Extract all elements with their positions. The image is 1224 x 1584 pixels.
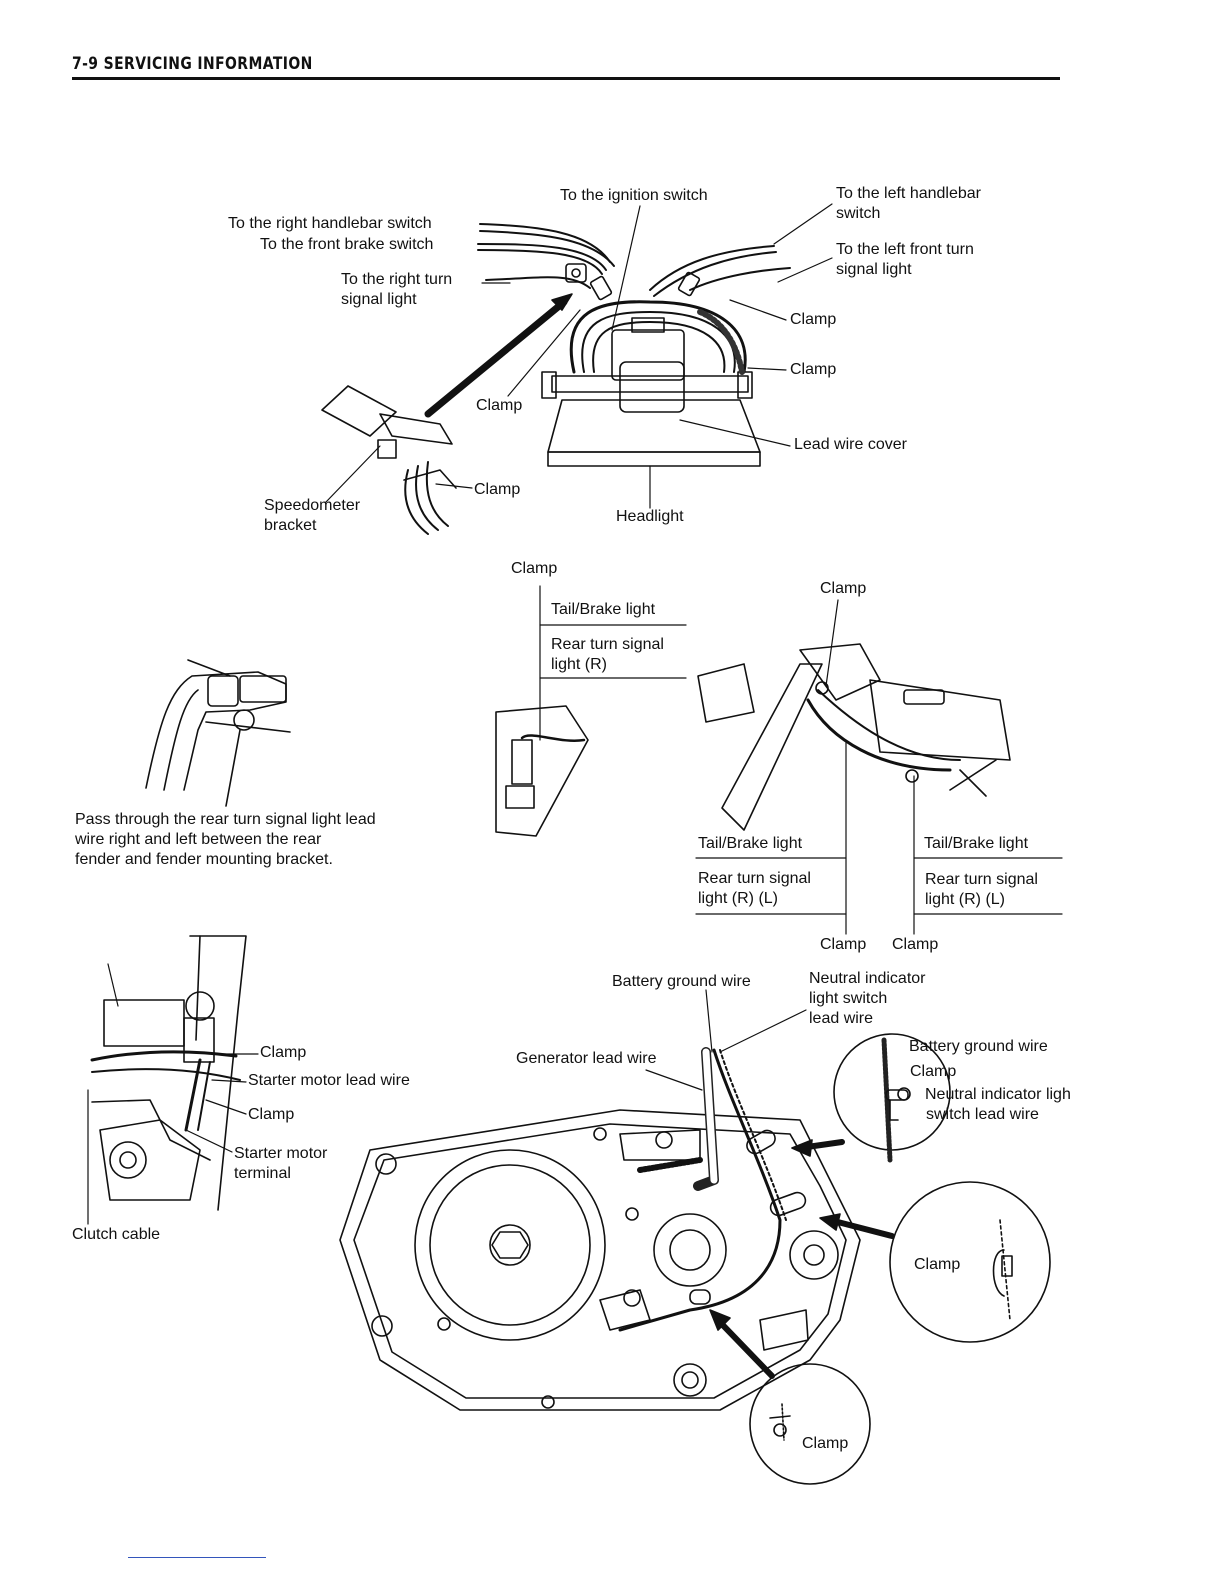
- label-frame-clamp-top: Clamp: [820, 580, 867, 597]
- detail-clamp-bottom: [709, 1309, 871, 1485]
- label-rear-turn-r-1: Rear turn signal: [551, 636, 664, 653]
- label-left-handlebar-1: To the left handlebar: [836, 185, 981, 202]
- label-starter-terminal-1: Starter motor: [234, 1145, 328, 1162]
- engine-crankcase-drawing: [339, 1047, 861, 1411]
- rear-fender-drawing: [145, 659, 291, 807]
- label-clamp-upper: Clamp: [790, 311, 837, 328]
- label-starter-terminal-2: terminal: [234, 1165, 291, 1182]
- label-frame-rear-turn-left-2: light (R) (L): [698, 890, 779, 907]
- footer-rule: [128, 1557, 266, 1558]
- header-rule: [72, 77, 1060, 80]
- label-generator-lead-wire: Generator lead wire: [516, 1050, 657, 1067]
- label-rear-clamp: Clamp: [511, 560, 558, 577]
- label-clamp-left: Clamp: [476, 397, 523, 414]
- detail-clamp-right: [819, 1181, 1051, 1343]
- starter-motor-drawing: [87, 935, 259, 1225]
- label-speedometer-2: bracket: [264, 517, 317, 534]
- engine-leader-lines: [645, 989, 807, 1091]
- label-left-handlebar-2: switch: [836, 205, 881, 222]
- headlight-leader-lines: [325, 203, 833, 509]
- label-headlight: Headlight: [616, 508, 684, 525]
- label-front-brake-switch: To the front brake switch: [260, 236, 434, 253]
- label-detail-neutral-2: switch lead wire: [926, 1106, 1039, 1123]
- label-frame-tail-brake-left: Tail/Brake light: [698, 835, 803, 852]
- label-speedometer-1: Speedometer: [264, 497, 361, 514]
- label-left-front-turn-2: signal light: [836, 261, 912, 278]
- rear-fender-note-line-3: fender and fender mounting bracket.: [75, 851, 333, 868]
- rear-light-bracket-drawing: [495, 585, 687, 837]
- label-frame-rear-turn-right-2: light (R) (L): [925, 891, 1006, 908]
- label-detail-clamp-right: Clamp: [914, 1256, 961, 1273]
- detail-battery-ground: [791, 1033, 951, 1163]
- label-detail-neutral-1: Neutral indicator ligh: [925, 1086, 1071, 1103]
- label-neutral-indicator-3: lead wire: [809, 1010, 874, 1027]
- label-right-handlebar-switch: To the right handlebar switch: [228, 215, 432, 232]
- label-lead-wire-cover: Lead wire cover: [794, 436, 907, 453]
- label-frame-tail-brake-right: Tail/Brake light: [924, 835, 1029, 852]
- label-right-turn-2: signal light: [341, 291, 417, 308]
- headlight-assembly-drawing: [321, 223, 791, 535]
- label-frame-clamp-bottom-left: Clamp: [820, 936, 867, 953]
- label-rear-turn-r-2: light (R): [551, 656, 608, 673]
- page-header: 7-9 SERVICING INFORMATION: [72, 52, 1060, 82]
- label-detail-battery-ground: Battery ground wire: [909, 1038, 1048, 1055]
- label-ignition-switch: To the ignition switch: [560, 187, 708, 204]
- label-frame-rear-turn-left-1: Rear turn signal: [698, 870, 811, 887]
- label-clutch-cable: Clutch cable: [72, 1226, 161, 1243]
- label-starter-clamp-2: Clamp: [248, 1106, 295, 1123]
- label-starter-clamp-1: Clamp: [260, 1044, 307, 1061]
- rear-frame-drawing: [695, 599, 1063, 935]
- label-clamp-middle: Clamp: [790, 361, 837, 378]
- label-right-turn-1: To the right turn: [341, 271, 453, 288]
- rear-fender-note-line-1: Pass through the rear turn signal light …: [75, 811, 376, 828]
- label-clamp-speedometer: Clamp: [474, 481, 521, 498]
- label-detail-clamp: Clamp: [910, 1063, 957, 1080]
- label-left-front-turn-1: To the left front turn: [836, 241, 974, 258]
- label-neutral-indicator-1: Neutral indicator: [809, 970, 926, 987]
- label-starter-motor-lead-wire: Starter motor lead wire: [248, 1072, 410, 1089]
- label-battery-ground-wire: Battery ground wire: [612, 973, 751, 990]
- label-frame-clamp-bottom-right: Clamp: [892, 936, 939, 953]
- rear-fender-note-line-2: wire right and left between the rear: [75, 831, 322, 848]
- label-frame-rear-turn-right-1: Rear turn signal: [925, 871, 1038, 888]
- page-title: 7-9 SERVICING INFORMATION: [72, 54, 313, 74]
- label-detail-clamp-bottom: Clamp: [802, 1435, 849, 1452]
- label-neutral-indicator-2: light switch: [809, 990, 888, 1007]
- label-tail-brake-light: Tail/Brake light: [551, 601, 656, 618]
